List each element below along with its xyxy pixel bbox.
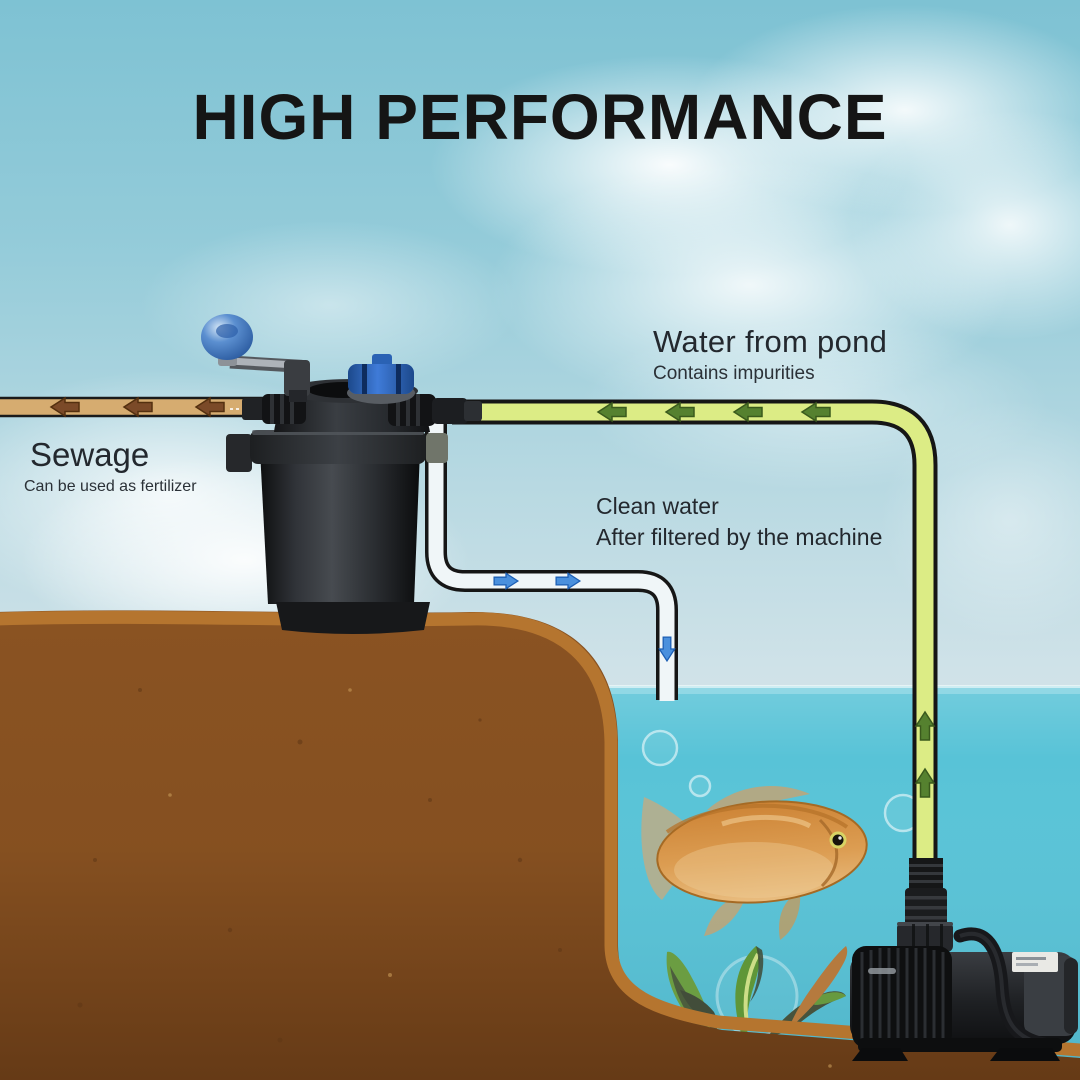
anal-fin — [778, 890, 801, 940]
pond-pump — [850, 858, 1078, 1061]
sewage-heading: Sewage — [30, 436, 150, 473]
fish-belly — [674, 842, 834, 898]
goldfish — [641, 786, 868, 940]
clean-water-subtext: After filtered by the machine — [596, 524, 883, 550]
pond-water-pipe — [452, 399, 938, 880]
sewage-subtext: Can be used as fertilizer — [24, 478, 197, 495]
clean-water-pipe — [425, 420, 678, 701]
pump-foot — [990, 1048, 1060, 1061]
page-title: HIGH PERFORMANCE — [192, 80, 888, 153]
filter-body — [260, 450, 420, 604]
pump-label — [1012, 952, 1058, 972]
clamp-ring — [250, 430, 426, 464]
bubble — [641, 729, 679, 767]
crank-handle — [201, 314, 310, 402]
soil-speckles — [77, 688, 562, 1043]
earth-bank — [0, 610, 1080, 1080]
bubble — [688, 774, 712, 798]
pelvic-fin — [704, 894, 747, 936]
pressure-filter — [201, 314, 482, 634]
plant-leaf-brown — [788, 946, 848, 1030]
clean-water-heading: Clean water — [596, 493, 719, 519]
bubbles — [641, 729, 923, 833]
filter-base — [276, 602, 430, 634]
pump-ribbed-housing — [852, 946, 952, 1048]
hose-fitting — [242, 398, 268, 420]
clamp-lug — [426, 433, 448, 463]
clamp-lug — [226, 434, 252, 472]
pond-water-heading: Water from pond — [653, 324, 888, 359]
valve — [347, 354, 415, 404]
callout-clean-water: Clean water After filtered by the machin… — [596, 493, 882, 551]
callout-water-from-pond: Water from pond Contains impurities — [653, 324, 887, 385]
callout-sewage: Sewage Can be used as fertilizer — [24, 436, 197, 496]
earth-rim — [0, 610, 1080, 1057]
pond-water-subtext: Contains impurities — [653, 363, 815, 384]
waterline — [584, 685, 1080, 688]
fish-body — [656, 800, 868, 904]
pump-foot — [852, 1048, 908, 1061]
gill-line — [818, 818, 839, 888]
